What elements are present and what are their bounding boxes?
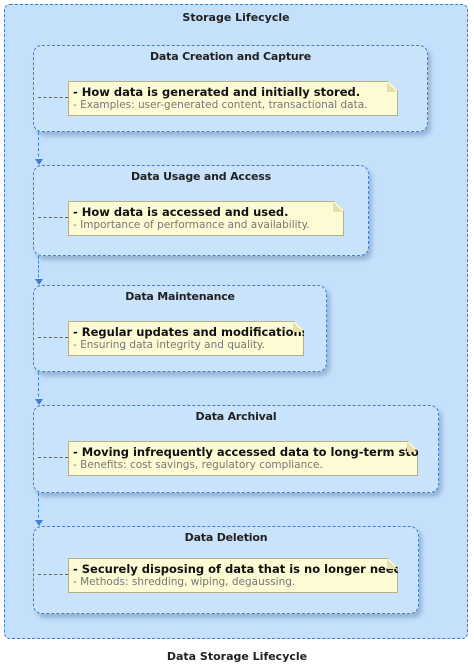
stage-title: Data Usage and Access [131,170,271,183]
stage-data-usage: Data Usage and Access - How data is acce… [33,165,369,256]
stage-title: Data Archival [195,410,277,423]
note-secondary-text: - Ensuring data integrity and quality. [73,339,265,351]
arrowhead-2-3 [35,279,43,285]
arrowhead-4-5 [35,520,43,526]
note-fold-corner [333,202,343,212]
container-title: Storage Lifecycle [182,11,290,24]
note-connector [38,337,68,338]
stage-note: - How data is accessed and used. - Impor… [68,201,344,236]
note-fold-corner [387,82,397,92]
arrowhead-1-2 [35,159,43,165]
note-connector [38,97,68,98]
note-fold-corner [293,322,303,332]
note-connector [38,217,68,218]
connector-4-5 [38,493,39,523]
connector-2-3 [38,256,39,282]
arrowhead-3-4 [35,399,43,405]
stage-title: Data Maintenance [125,290,235,303]
connector-3-4 [38,372,39,402]
note-secondary-text: - Importance of performance and availabi… [73,219,310,231]
stage-data-creation: Data Creation and Capture - How data is … [33,45,428,132]
note-secondary-text: - Methods: shredding, wiping, degaussing… [73,576,296,588]
stage-note: - Moving infrequently accessed data to l… [68,441,418,476]
note-primary-text: - How data is accessed and used. [73,205,289,219]
note-connector [38,574,68,575]
stage-title: Data Creation and Capture [150,50,311,63]
note-fold-corner [407,442,417,452]
note-secondary-text: - Benefits: cost savings, regulatory com… [73,459,323,471]
note-primary-text: - Regular updates and modifications. [73,325,313,339]
stage-note: - Securely disposing of data that is no … [68,558,398,593]
stage-data-deletion: Data Deletion - Securely disposing of da… [33,526,419,614]
stage-data-archival: Data Archival - Moving infrequently acce… [33,405,439,493]
stage-data-maintenance: Data Maintenance - Regular updates and m… [33,285,327,372]
stage-note: - How data is generated and initially st… [68,81,398,116]
note-primary-text: - Moving infrequently accessed data to l… [73,445,453,459]
stage-title: Data Deletion [184,531,268,544]
note-secondary-text: - Examples: user-generated content, tran… [73,99,368,111]
stage-note: - Regular updates and modifications. - E… [68,321,304,356]
note-fold-corner [387,559,397,569]
note-primary-text: - How data is generated and initially st… [73,85,361,99]
diagram-caption: Data Storage Lifecycle [166,650,308,663]
note-primary-text: - Securely disposing of data that is no … [73,562,423,576]
note-connector [38,457,68,458]
connector-1-2 [38,132,39,162]
